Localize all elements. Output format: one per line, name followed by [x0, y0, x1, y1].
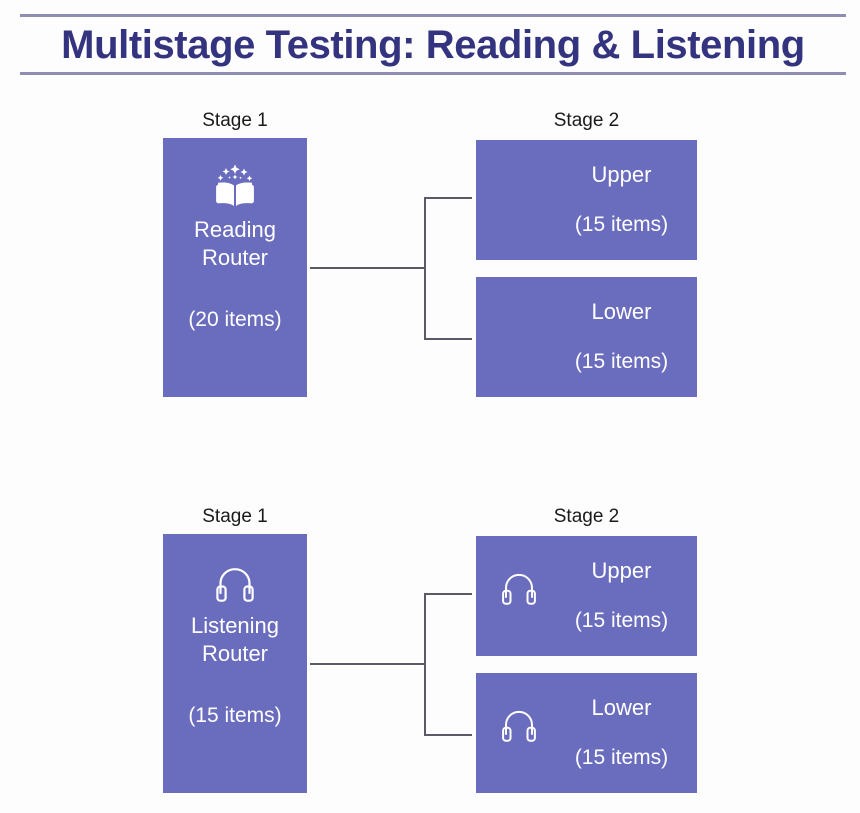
reading-router-node[interactable]: Reading Router (20 items)	[163, 138, 307, 397]
listening-branch-line-upper	[424, 593, 472, 595]
listening-router-node[interactable]: Listening Router (15 items)	[163, 534, 307, 793]
reading-stage2-label: Stage 2	[553, 110, 620, 131]
page-title: Multistage Testing: Reading & Listening	[61, 23, 805, 67]
reading-lower-node[interactable]: Lower (15 items)	[476, 277, 697, 397]
listening-branch-line-lower	[424, 734, 472, 736]
listening-upper-node[interactable]: Upper (15 items)	[476, 536, 697, 656]
reading-upper-name: Upper	[591, 162, 652, 187]
reading-upper-count: (15 items)	[574, 213, 669, 236]
listening-upper-count: (15 items)	[574, 609, 669, 632]
reading-lower-name: Lower	[591, 299, 652, 324]
listening-upper-name: Upper	[591, 558, 652, 583]
headphones-icon	[214, 566, 256, 604]
reading-branch-line-lower	[424, 338, 472, 340]
listening-router-count: (15 items)	[188, 704, 282, 727]
listening-stage1-label: Stage 1	[202, 506, 268, 527]
reading-trunk-line	[310, 267, 426, 269]
listening-trunk-line	[310, 663, 426, 665]
reading-router-name: Reading Router	[194, 217, 276, 270]
open-book-sparkles-icon	[212, 164, 258, 207]
listening-lower-node[interactable]: Lower (15 items)	[476, 673, 697, 793]
reading-lower-count: (15 items)	[574, 350, 669, 373]
reading-branch-line-upper	[424, 197, 472, 199]
listening-stage2-label: Stage 2	[553, 506, 620, 527]
reading-router-count: (20 items)	[188, 308, 282, 331]
reading-stage1-label: Stage 1	[202, 110, 268, 131]
listening-lower-name: Lower	[591, 695, 652, 720]
headphones-icon	[500, 572, 538, 607]
listening-bracket-vertical	[424, 593, 426, 736]
reading-upper-node[interactable]: Upper (15 items)	[476, 140, 697, 260]
title-rule-top	[20, 14, 846, 17]
title-rule-bottom	[20, 72, 846, 75]
reading-bracket-vertical	[424, 197, 426, 340]
listening-router-name: Listening Router	[190, 613, 280, 666]
listening-lower-count: (15 items)	[574, 746, 669, 769]
headphones-icon	[500, 709, 538, 744]
